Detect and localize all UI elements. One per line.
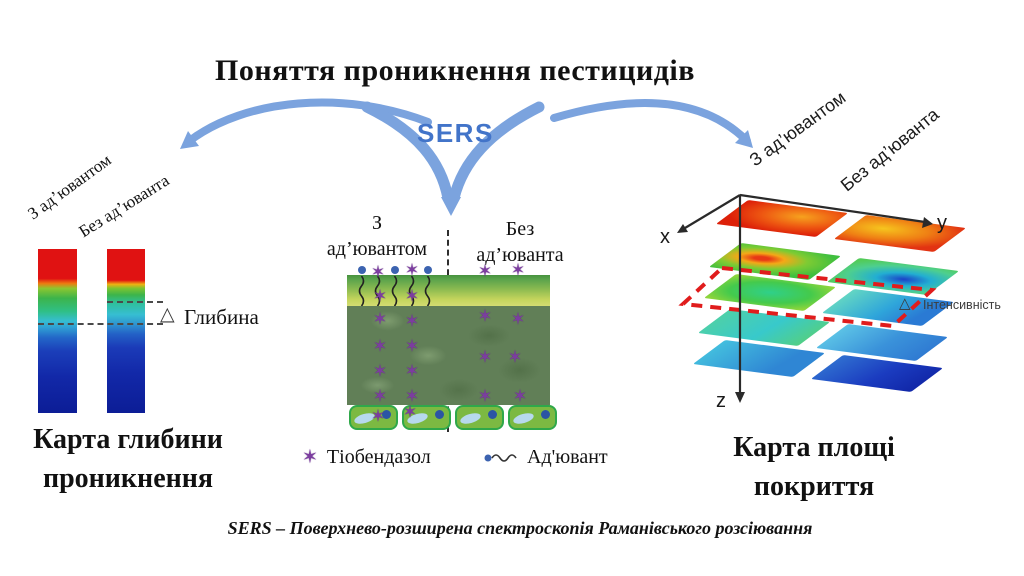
legend-thiabendazole: ✶ Тіобендазол: [302, 446, 431, 469]
nucleus-icon: [541, 410, 550, 419]
y-axis-arrowhead: [922, 217, 933, 228]
axis-label-z: z: [716, 390, 726, 412]
intensity-triangle-icon: △: [899, 294, 911, 312]
axis-label-x: x: [660, 226, 670, 248]
depth-bar-without: [107, 249, 145, 413]
left-caption: Карта глибини проникнення: [18, 420, 238, 498]
depth-line-with: [38, 323, 163, 325]
arrow-left-head: [180, 131, 199, 149]
left-caption-line2: проникнення: [42, 463, 214, 494]
y-axis: [739, 193, 926, 224]
leaf-cell: [455, 405, 504, 430]
intensity-label: Інтенсивність: [923, 298, 1001, 312]
adjuvant-dot-icon: [484, 453, 518, 463]
pesticide-star-icon: ✶: [402, 402, 418, 423]
pesticide-star-icon: ✶: [302, 446, 318, 468]
leaf-cell: [402, 405, 451, 430]
pesticide-star-icon: ✶: [507, 347, 523, 368]
arrow-center-right: [448, 101, 545, 204]
pesticide-star-icon: ✶: [510, 309, 526, 330]
pesticide-star-icon: ✶: [404, 311, 420, 332]
pesticide-star-icon: ✶: [404, 386, 420, 407]
adjuvant-dot-icon: [358, 266, 366, 274]
intensity-highlight-box: [678, 265, 937, 329]
x-axis: [684, 194, 741, 229]
adjuvant-tail-icon: [390, 275, 399, 311]
pesticide-star-icon: ✶: [370, 262, 386, 283]
left-caption-line1: Карта глибини: [33, 424, 223, 455]
flow-arrows: [180, 98, 753, 216]
arrow-center-head: [441, 197, 461, 216]
pesticide-star-icon: ✶: [404, 260, 420, 281]
footnote: SERS – Поверхнево-розширена спектроскопі…: [227, 518, 813, 538]
adjuvant-tail-icon: [407, 275, 416, 311]
legend-adjuvant-label: Ад'ювант: [527, 446, 608, 468]
adjuvant-dot-icon: [391, 266, 399, 274]
leaf-cell: [349, 405, 398, 430]
nucleus-icon: [488, 410, 497, 419]
leaf-label-with-adjuvant: З ад’ювантом: [326, 212, 428, 260]
pesticide-star-icon: ✶: [404, 286, 420, 307]
arrow-left: [184, 98, 432, 146]
adjuvant-tail-icon: [423, 275, 432, 311]
adjuvant-tail-icon: [357, 275, 366, 311]
pesticide-star-icon: ✶: [372, 386, 388, 407]
pesticide-star-icon: ✶: [477, 386, 493, 407]
leaf-cells-row: [347, 405, 557, 432]
coverage-label-without-adjuvant: Без ад’юванта: [836, 104, 943, 196]
pesticide-star-icon: ✶: [477, 306, 493, 327]
right-caption-line1: Карта площі: [733, 432, 895, 463]
nucleus-icon: [435, 410, 444, 419]
leaf-label-without-adjuvant: Без ад’юванта: [476, 218, 564, 266]
pesticide-star-icon: ✶: [512, 386, 528, 407]
cuticle-band: [347, 275, 550, 306]
adjuvant-tail-icon: [373, 275, 382, 311]
delta-triangle-icon: △: [160, 303, 175, 325]
coverage-axes: [677, 193, 937, 403]
arrow-right: [550, 99, 751, 145]
leaf-tissue: [347, 306, 550, 405]
pesticide-star-icon: ✶: [477, 347, 493, 368]
pesticide-star-icon: ✶: [404, 361, 420, 382]
molecule-overlay: ✶✶✶✶✶✶✶✶✶✶✶✶✶✶✶✶✶✶✶✶✶✶: [347, 262, 550, 432]
leaf-diagram: ✶✶✶✶✶✶✶✶✶✶✶✶✶✶✶✶✶✶✶✶✶✶: [347, 262, 557, 432]
pesticide-star-icon: ✶: [370, 406, 386, 427]
pesticide-star-icon: ✶: [404, 336, 420, 357]
depth-bar-with: [38, 249, 77, 413]
sers-label: SERS: [417, 118, 494, 148]
arrow-center-left: [361, 101, 454, 204]
page-title: Поняття проникнення пестицидів: [215, 54, 695, 87]
axis-label-y: y: [937, 212, 947, 234]
legend-adjuvant: Ад'ювант: [484, 446, 608, 469]
arrow-right-head: [735, 130, 753, 148]
depth-line-without: [107, 301, 163, 303]
legend-thiabendazole-label: Тіобендазол: [326, 446, 431, 468]
depth-label: Глибина: [184, 305, 259, 329]
right-caption-line2: покриття: [753, 471, 875, 502]
pesticide-star-icon: ✶: [372, 361, 388, 382]
right-caption: Карта площі покриття: [704, 428, 924, 506]
leaf-cell: [508, 405, 557, 430]
nucleus-icon: [382, 410, 391, 419]
pesticide-star-icon: ✶: [372, 286, 388, 307]
pesticide-star-icon: ✶: [372, 336, 388, 357]
adjuvant-dot-icon: [424, 266, 432, 274]
pesticide-star-icon: ✶: [477, 261, 493, 282]
x-axis-arrowhead: [677, 224, 688, 233]
pesticide-star-icon: ✶: [372, 309, 388, 330]
z-axis-arrowhead: [735, 392, 745, 403]
pesticide-star-icon: ✶: [510, 260, 526, 281]
